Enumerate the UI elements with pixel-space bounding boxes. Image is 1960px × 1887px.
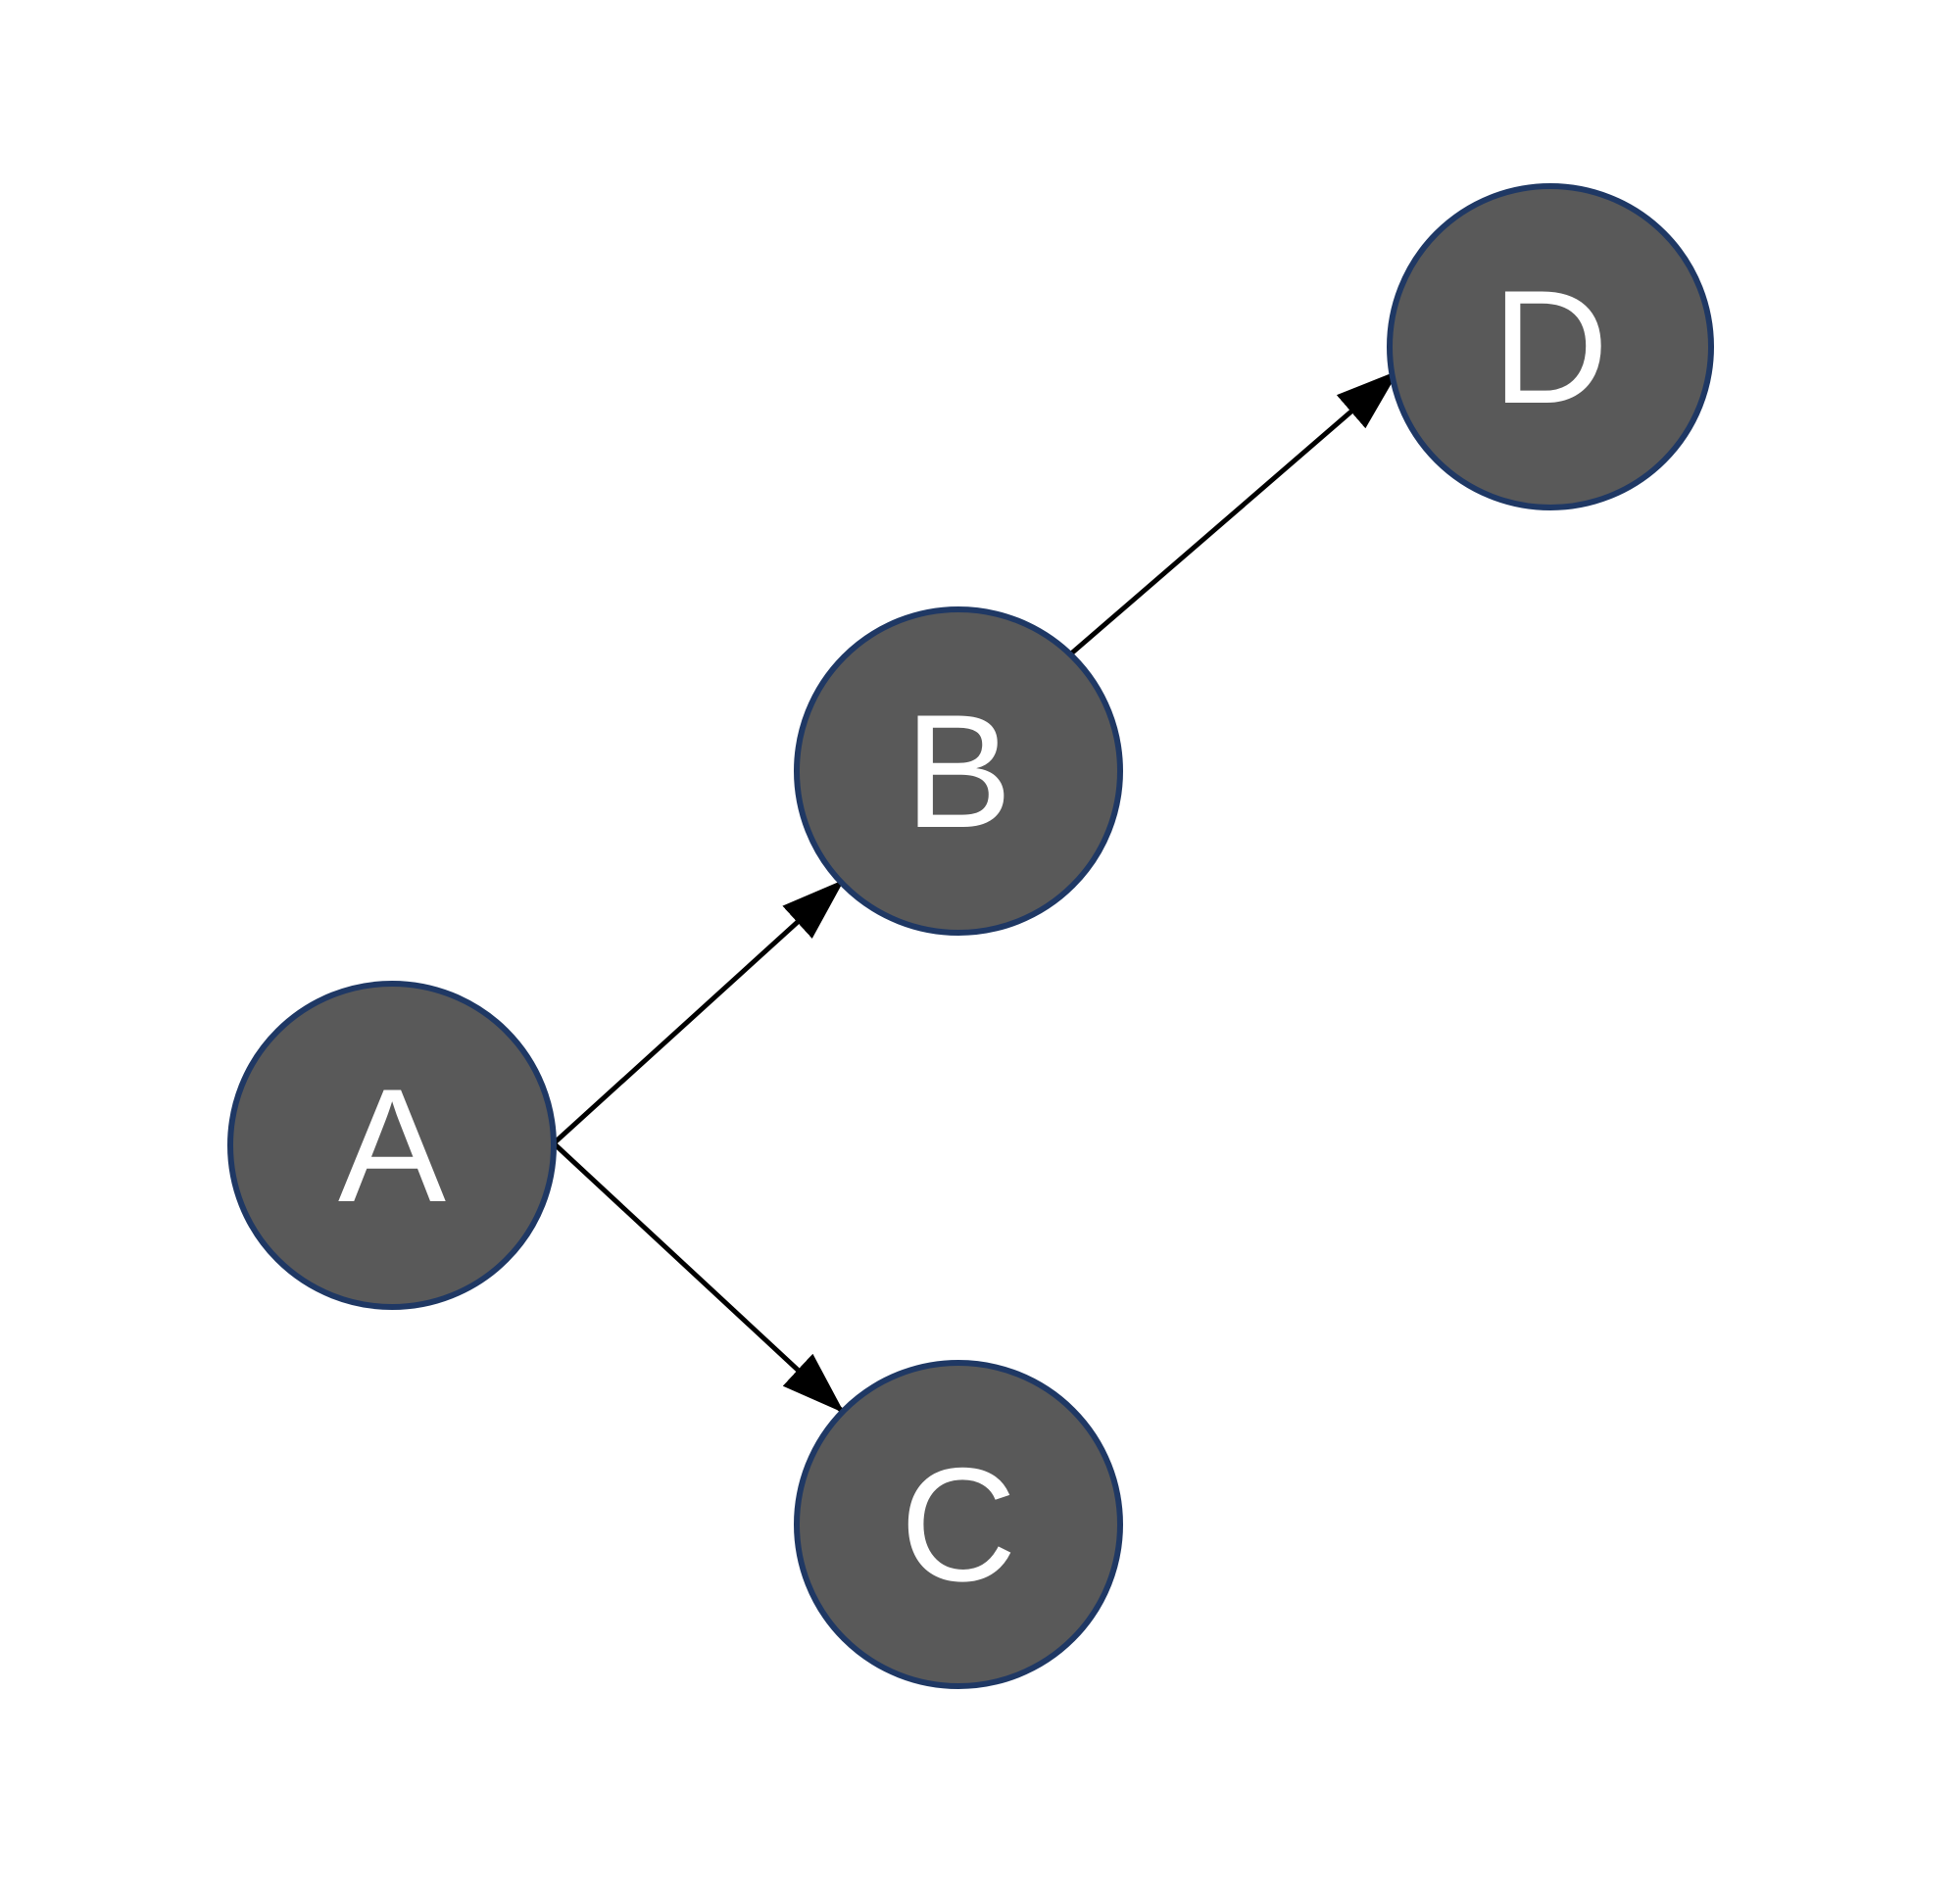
edge-A-B[interactable] <box>552 879 845 1145</box>
node-A-circle[interactable] <box>227 981 557 1310</box>
node-A[interactable]: A <box>227 981 557 1310</box>
nodes-layer: AB C D <box>227 183 1714 1689</box>
edges-layer <box>552 369 1399 1414</box>
node-D-circle[interactable] <box>1387 183 1714 510</box>
node-B[interactable]: B <box>794 606 1123 936</box>
edge-A-C[interactable] <box>552 1141 845 1414</box>
node-C[interactable]: C <box>794 1360 1123 1689</box>
node-D[interactable]: D <box>1387 183 1714 510</box>
node-C-circle[interactable] <box>794 1360 1123 1689</box>
node-B-circle[interactable] <box>794 606 1123 936</box>
edge-B-D[interactable] <box>1068 369 1399 656</box>
